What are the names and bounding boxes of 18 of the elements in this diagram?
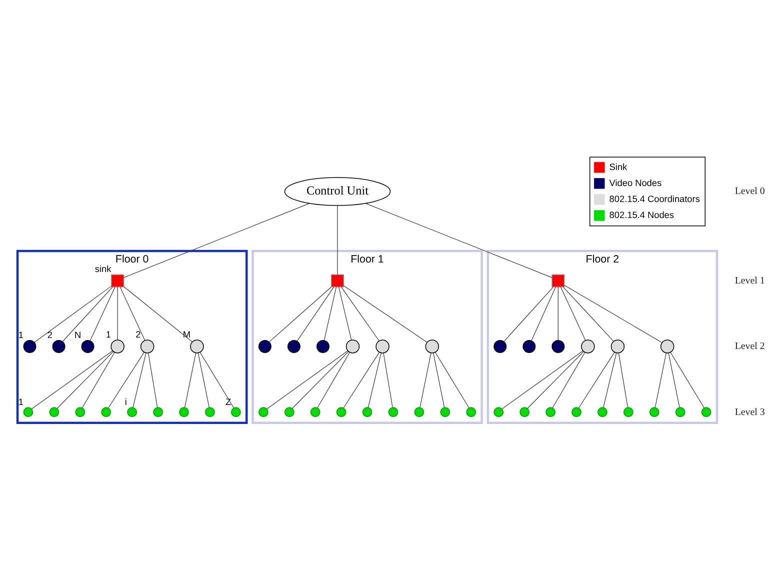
node-label: 1 (18, 396, 24, 407)
node-label: 2 (47, 330, 53, 340)
legend-label: 802.15.4 Coordinators (609, 194, 700, 204)
label: Level 0 (734, 186, 765, 198)
node-label: Z (225, 396, 232, 407)
node-label: sink (94, 264, 112, 274)
node-label: N (74, 330, 82, 340)
legend-label: 802.15.4 Nodes (609, 210, 674, 220)
node-label: 1 (106, 329, 111, 340)
label: Level 2 (734, 341, 765, 352)
node-label: i (124, 396, 127, 407)
legend-label: Video Nodes (609, 178, 662, 188)
legend-label: Sink (609, 162, 628, 172)
node-label: 2 (136, 329, 141, 340)
node-label: M (182, 329, 190, 340)
label: Level 3 (734, 406, 765, 418)
node-label: 1 (18, 330, 24, 340)
label: Level 1 (734, 275, 765, 286)
